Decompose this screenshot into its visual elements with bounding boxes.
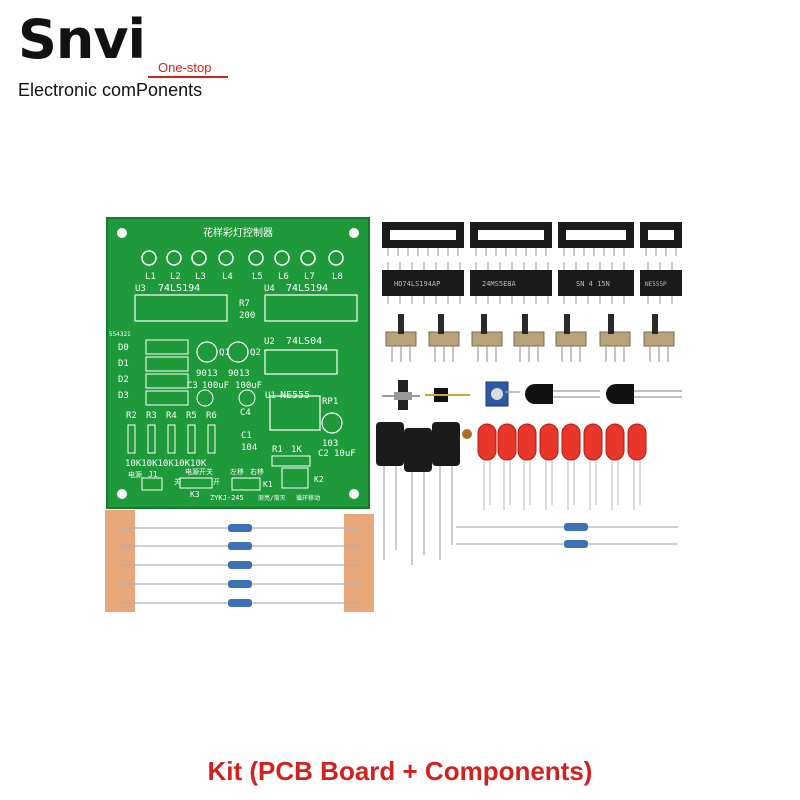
d1-label: D1 [118, 359, 129, 369]
q1-part: 9013 [196, 369, 218, 379]
mode-a-label: 渐亮/渐灭 [258, 494, 286, 502]
r1-value: 1K [291, 445, 302, 455]
r3-label: R3 [146, 411, 157, 421]
on-label: 开 [213, 478, 220, 486]
u3-chip: 74LS194 [158, 283, 200, 294]
right-shift-label: 右移 [250, 467, 264, 476]
q2-part: 9013 [228, 369, 250, 379]
r1-label: R1 [272, 445, 283, 455]
led-label: L6 [278, 272, 289, 282]
off-label: 关 [174, 477, 181, 486]
d0-label: D0 [118, 343, 129, 353]
led-label: L3 [195, 272, 206, 282]
ic-marking: SN 4 15N [576, 280, 610, 288]
c2-label: C2 [318, 449, 329, 459]
r7-label: R7 [239, 299, 250, 309]
u4-label: U4 [264, 284, 275, 294]
c1-value: 104 [241, 443, 257, 453]
u2-label: U2 [264, 337, 275, 347]
rp1-value: 103 [322, 439, 338, 449]
q1-label: Q1 [219, 348, 230, 358]
u1-chip: NE555 [280, 390, 310, 401]
led-label: L7 [304, 272, 315, 282]
k1-label: K1 [263, 480, 273, 489]
left-shift-label: 左移 [230, 467, 244, 476]
pcb-board: 花样彩灯控制器 L1 L2 L3 L4 L5 L6 L7 L8 [106, 217, 370, 509]
ic-marking: NE555P [645, 281, 667, 288]
model-label: ZYKJ-245 [210, 494, 244, 502]
led-pads: L1 L2 L3 L4 L5 L6 L7 L8 [141, 250, 344, 282]
r4-label: R4 [166, 411, 177, 421]
r2-label: R2 [126, 411, 137, 421]
r6-label: R6 [206, 411, 217, 421]
brand-name: Snvi [18, 8, 146, 71]
brand-tagline: Electronic comPonents [18, 80, 203, 100]
u3-label: U3 [135, 284, 146, 294]
k3-label: K3 [190, 490, 200, 499]
power-label: 电源 [128, 470, 142, 479]
pcb-title: 花样彩灯控制器 [203, 226, 273, 239]
misc-components [382, 380, 682, 410]
taped-resistors [105, 510, 374, 612]
brand-tag: One-stop [158, 60, 212, 75]
c3-label: C3 [187, 381, 198, 391]
brand-logo: Snvi One-stop Electronic comPonents [18, 8, 228, 100]
d2-label: D2 [118, 375, 129, 385]
slide-switches [385, 314, 675, 362]
ic-footprints [134, 294, 358, 431]
leds [477, 423, 647, 510]
k2-label: K2 [314, 475, 324, 484]
r5-label: R5 [186, 411, 197, 421]
mode-b-label: 循环移动 [296, 494, 320, 502]
q2-label: Q2 [250, 348, 261, 358]
ic-marking: 24MS5E8A [482, 280, 517, 288]
res-values: 10K10K10K10K10K [125, 459, 207, 469]
loose-resistors [456, 523, 678, 548]
capacitors [376, 422, 472, 565]
u1-label: U1 [265, 391, 276, 401]
c4-label: C4 [240, 408, 251, 418]
c1-label: C1 [241, 431, 252, 441]
d3-label: D3 [118, 391, 129, 401]
side-number: 554321 [109, 331, 131, 338]
c3b-value: 100uF [235, 381, 262, 391]
led-label: L1 [145, 272, 156, 282]
ic-marking: HD74LS194AP [394, 280, 440, 288]
product-caption: Kit (PCB Board + Components) [207, 756, 593, 786]
r7-value: 200 [239, 311, 255, 321]
ic-sockets [382, 222, 682, 256]
c2-value: 10uF [334, 449, 356, 459]
led-label: L4 [222, 272, 233, 282]
u2-chip: 74LS04 [286, 336, 322, 347]
ic-chips: HD74LS194AP 24MS5E8A SN 4 15N NE555P [382, 262, 682, 304]
c3-value: 100uF [202, 381, 229, 391]
led-label: L5 [252, 272, 263, 282]
power-switch-label: 电源开关 [185, 467, 213, 476]
brand-rule [148, 76, 228, 78]
rp1-label: RP1 [322, 397, 338, 407]
j1-label: J1 [148, 470, 158, 479]
u4-chip: 74LS194 [286, 283, 328, 294]
led-label: L8 [332, 272, 343, 282]
led-label: L2 [170, 272, 181, 282]
